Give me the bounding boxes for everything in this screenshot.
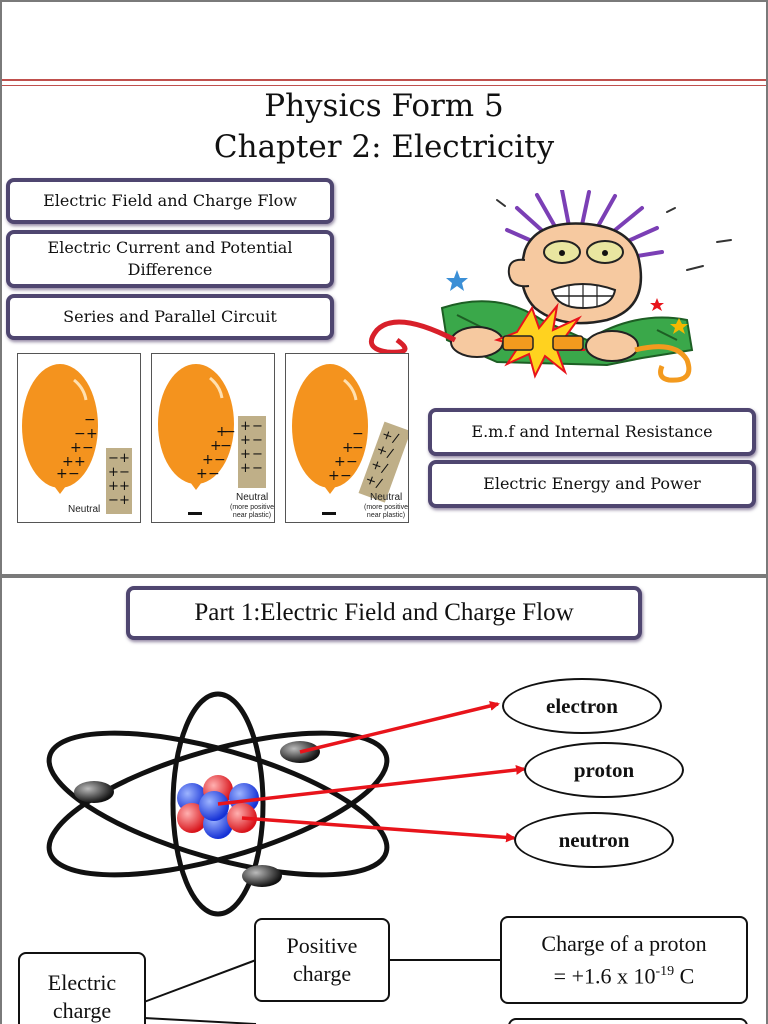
svg-text:+: + xyxy=(108,465,119,480)
svg-text:−: − xyxy=(82,440,94,456)
shocked-man-cartoon-icon xyxy=(368,190,732,383)
balloon-panel-2: +−+− +−+− +− +− +− +− Neutral (more posi… xyxy=(151,353,275,523)
svg-text:+: + xyxy=(374,442,389,460)
electric-charge-box: Electric charge xyxy=(18,952,146,1024)
atom-diagram xyxy=(46,691,526,1024)
svg-text:+: + xyxy=(380,427,395,445)
svg-text:+: + xyxy=(119,479,130,494)
svg-text:+: + xyxy=(202,452,214,468)
svg-text:+: + xyxy=(328,468,340,484)
svg-text:−: − xyxy=(252,419,263,434)
svg-text:+: + xyxy=(342,440,354,456)
balloon-panel-3-label: Neutral xyxy=(370,492,403,503)
svg-text:+: + xyxy=(56,466,68,482)
svg-text:−: − xyxy=(214,452,226,468)
svg-text:+: + xyxy=(196,466,208,482)
part-1-title-box[interactable]: Part 1:Electric Field and Charge Flow xyxy=(126,586,642,640)
svg-text:−: − xyxy=(346,454,358,470)
svg-text:−: − xyxy=(340,468,352,484)
svg-text:−: − xyxy=(252,447,263,462)
proton-charge-title: Charge of a proton xyxy=(541,930,707,956)
balloon-panel-1-label: Neutral xyxy=(68,504,101,515)
svg-text:−: − xyxy=(119,465,130,480)
positive-charge-text: Positive charge xyxy=(286,933,358,986)
svg-text:−: − xyxy=(352,426,364,442)
balloon-panel-3: −+− +−+− +/ +/ +/ +/ Neutral (more posit… xyxy=(285,353,409,523)
svg-text:+: + xyxy=(74,454,86,470)
svg-text:/: / xyxy=(380,461,390,477)
svg-text:−: − xyxy=(220,438,232,454)
svg-text:+: + xyxy=(70,440,82,456)
balloon-icon: −+− +−+− +/ +/ +/ +/ xyxy=(292,364,408,515)
proton-charge-box: Charge of a proton = +1.6 x 10-19 C xyxy=(500,916,748,1004)
svg-text:+: + xyxy=(363,472,378,490)
svg-text:+: + xyxy=(119,451,130,466)
svg-text:+: + xyxy=(119,493,130,508)
electric-charge-text: Electric charge xyxy=(47,970,117,1023)
svg-text:/: / xyxy=(374,476,384,492)
orbit-vertical xyxy=(170,691,266,917)
svg-text:+: + xyxy=(240,419,251,434)
topic-electric-current[interactable]: Electric Current and Potential Differenc… xyxy=(6,230,334,288)
slide-title-line1: Physics Form 5 xyxy=(264,88,504,124)
svg-text:+: + xyxy=(216,424,228,440)
electron-charge-box-partial xyxy=(508,1018,748,1024)
slide-1: Physics Form 5 Chapter 2: Electricity El… xyxy=(2,2,766,574)
orbit-tilted-left xyxy=(46,730,390,878)
label-neutron: neutron xyxy=(514,812,674,868)
svg-text:−: − xyxy=(224,424,236,440)
svg-text:+: + xyxy=(62,454,74,470)
svg-text:−: − xyxy=(84,412,96,428)
svg-text:+: + xyxy=(334,454,346,470)
proton-charge-value: = +1.6 x 10-19 C xyxy=(553,963,695,989)
balloon-panel-3-sublabel: (more positive near plastic) xyxy=(364,504,408,519)
slide-2: Part 1:Electric Field and Charge Flow xyxy=(2,578,766,1024)
svg-text:−: − xyxy=(74,426,86,442)
balloon-panel-1: −−+ +−++ +− −+ +− ++ −+ Neutral xyxy=(17,353,141,523)
topic-energy-power[interactable]: Electric Energy and Power xyxy=(428,460,756,508)
arrow-to-neutron xyxy=(241,816,516,843)
svg-text:−: − xyxy=(252,461,263,476)
topic-series-parallel[interactable]: Series and Parallel Circuit xyxy=(6,294,334,340)
balloon-icon: +−+− +−+− +− +− +− +− xyxy=(158,364,266,515)
svg-text:+: + xyxy=(210,438,222,454)
topic-emf[interactable]: E.m.f and Internal Resistance xyxy=(428,408,756,456)
svg-text:+: + xyxy=(240,433,251,448)
arrow-to-proton xyxy=(217,764,526,806)
balloon-icon: −−+ +−++ +− −+ +− ++ −+ xyxy=(22,364,132,514)
positive-charge-box: Positive charge xyxy=(254,918,390,1002)
balloon-panel-2-sublabel: (more positive near plastic) xyxy=(230,504,274,519)
svg-text:−: − xyxy=(252,433,263,448)
svg-text:+: + xyxy=(86,426,98,442)
label-electron: electron xyxy=(502,678,662,734)
balloon-panel-2-label: Neutral xyxy=(236,492,269,503)
title-rule-top xyxy=(2,79,766,81)
svg-text:−: − xyxy=(108,451,119,466)
svg-text:/: / xyxy=(391,431,401,447)
svg-text:+: + xyxy=(369,457,384,475)
orbit-tilted-right xyxy=(46,730,390,878)
svg-text:+: + xyxy=(240,447,251,462)
label-proton: proton xyxy=(524,742,684,798)
connector-charge-to-negative xyxy=(143,1017,257,1024)
svg-text:−: − xyxy=(208,466,220,482)
svg-text:−: − xyxy=(68,466,80,482)
arrow-to-electron xyxy=(299,701,500,754)
nucleus xyxy=(177,775,259,839)
svg-text:+: + xyxy=(108,479,119,494)
svg-text:−: − xyxy=(108,493,119,508)
topic-electric-field[interactable]: Electric Field and Charge Flow xyxy=(6,178,334,224)
svg-text:+: + xyxy=(240,461,251,476)
electron-bottom xyxy=(242,865,282,887)
connector-charge-to-positive xyxy=(143,959,257,1003)
svg-text:−: − xyxy=(352,440,364,456)
electron-left xyxy=(74,781,114,803)
svg-text:/: / xyxy=(385,446,395,462)
title-rule-bottom xyxy=(2,85,766,86)
slide-title-line2: Chapter 2: Electricity xyxy=(213,129,555,165)
